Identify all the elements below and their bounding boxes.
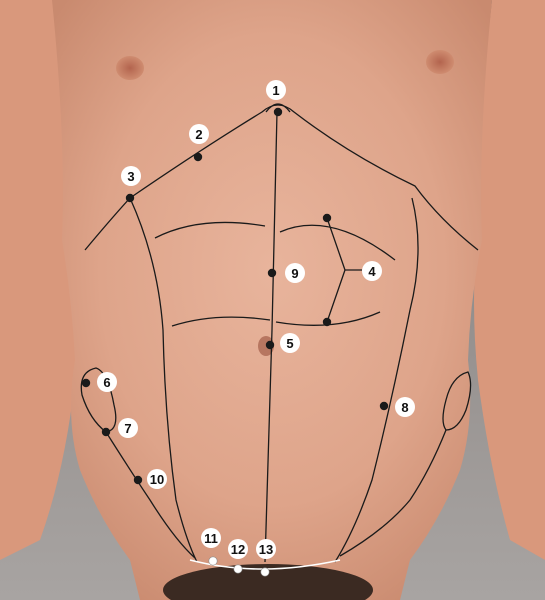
marker-label-1: 1 <box>272 83 279 98</box>
marker-label-bg-6 <box>97 372 117 392</box>
marker-label-bg-2 <box>189 124 209 144</box>
marker-dot-5 <box>265 340 275 350</box>
bracket-4 <box>326 217 362 323</box>
pubic-hair <box>163 564 373 600</box>
marker-label-12: 12 <box>231 542 245 557</box>
marker-label-2: 2 <box>195 127 202 142</box>
marker-dot-4-2 <box>322 317 332 327</box>
marker-dot-2 <box>193 152 203 162</box>
xiphoid-arch <box>265 103 291 113</box>
marker-label-bg-3 <box>121 166 141 186</box>
marker-dot-12 <box>233 564 243 574</box>
marker-label-6: 6 <box>103 375 110 390</box>
marker-dots <box>81 107 389 577</box>
marker-label-4: 4 <box>368 264 376 279</box>
left-arm <box>0 0 77 560</box>
right-semilunar-line <box>334 197 419 563</box>
marker-label-bg-7 <box>118 418 138 438</box>
marker-dot-1 <box>273 107 283 117</box>
left-inguinal-line <box>105 431 196 559</box>
marker-label-bg-1 <box>266 80 286 100</box>
linea-alba <box>264 111 278 563</box>
marker-dot-10 <box>133 475 143 485</box>
marker-dot-9 <box>267 268 277 278</box>
marker-label-bg-5 <box>280 333 300 353</box>
torso <box>52 0 492 600</box>
marker-dot-4-1 <box>322 213 332 223</box>
marker-label-bg-12 <box>228 539 248 559</box>
marker-label-bg-11 <box>201 528 221 548</box>
marker-label-bg-10 <box>147 469 167 489</box>
marker-dot-6 <box>81 378 91 388</box>
marker-label-7: 7 <box>124 421 131 436</box>
marker-dot-3 <box>125 193 135 203</box>
marker-label-bg-8 <box>395 397 415 417</box>
marker-label-bg-13 <box>256 539 276 559</box>
marker-label-10: 10 <box>150 472 164 487</box>
marker-label-3: 3 <box>127 169 134 184</box>
marker-dot-11 <box>208 556 218 566</box>
marker-label-bg-9 <box>285 263 305 283</box>
marker-label-11: 11 <box>204 531 218 546</box>
marker-dot-8 <box>379 401 389 411</box>
marker-label-13: 13 <box>259 542 273 557</box>
marker-dot-7 <box>101 427 111 437</box>
upper-intersection-right <box>279 224 396 261</box>
marker-label-5: 5 <box>286 336 293 351</box>
lower-intersection-left <box>171 316 271 327</box>
left-nipple <box>116 56 144 80</box>
marker-label-9: 9 <box>291 266 298 281</box>
right-nipple <box>426 50 454 74</box>
marker-label-8: 8 <box>401 400 408 415</box>
marker-dot-13 <box>260 567 270 577</box>
marker-label-bg-4 <box>362 261 382 281</box>
lower-intersection-right <box>275 311 381 326</box>
right-inguinal-line <box>339 429 447 557</box>
left-semilunar-line <box>129 197 198 563</box>
upper-intersection-left <box>154 221 266 239</box>
right-arm <box>474 0 545 560</box>
